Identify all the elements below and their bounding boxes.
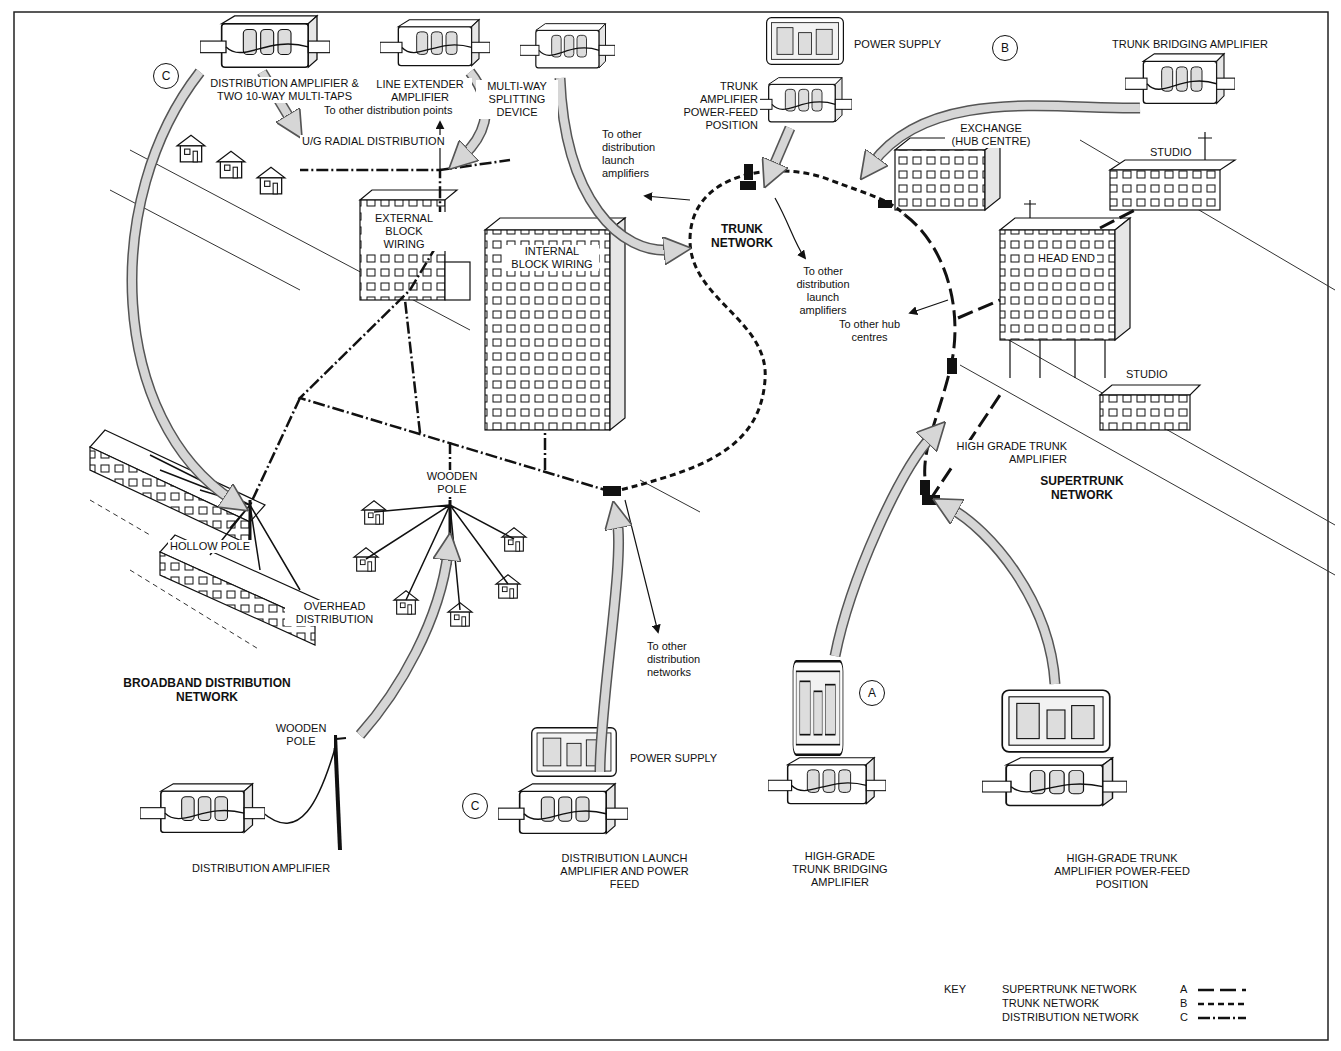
part-label: DISTRIBUTION LAUNCH AMPLIFIER AND POWER … bbox=[555, 852, 694, 891]
amplifier-boxes bbox=[140, 16, 1235, 833]
part-label: HIGH-GRADE TRUNK BRIDGING AMPLIFIER bbox=[788, 850, 892, 889]
callout-letter: C bbox=[162, 70, 171, 83]
pointer-note: To other distribution launch amplifiers bbox=[780, 265, 866, 317]
legend-text: SUPERTRUNK NETWORK bbox=[1000, 983, 1139, 996]
network-title: TRUNK NETWORK bbox=[705, 222, 779, 250]
page-frame bbox=[14, 12, 1328, 1040]
network-title: BROADBAND DISTRIBUTION NETWORK bbox=[115, 676, 299, 704]
callout-circle: B bbox=[992, 35, 1018, 61]
legend-line bbox=[1198, 984, 1246, 996]
legend-dash bbox=[1198, 1017, 1246, 1020]
callout-circle: C bbox=[462, 793, 488, 819]
building-label: EXTERNAL BLOCK WIRING bbox=[362, 212, 446, 251]
pointer-note: To other distribution points bbox=[322, 104, 454, 117]
legend-text: TRUNK NETWORK bbox=[1000, 997, 1101, 1010]
callout-letter: B bbox=[1001, 42, 1009, 55]
building-label: HEAD END bbox=[1036, 252, 1097, 265]
part-label: DISTRIBUTION AMPLIFIER bbox=[190, 862, 332, 875]
legend-text: DISTRIBUTION NETWORK bbox=[1000, 1011, 1141, 1024]
part-label: WOODEN POLE bbox=[268, 722, 334, 748]
key-letter: C bbox=[1178, 1011, 1190, 1024]
buildings bbox=[90, 132, 1235, 645]
part-label: WOODEN POLE bbox=[420, 470, 484, 496]
streets bbox=[90, 140, 1335, 650]
part-label: HIGH GRADE TRUNK AMPLIFIER bbox=[950, 440, 1069, 466]
pointer-note: To other hub centres bbox=[830, 318, 909, 344]
part-label: HIGH-GRADE TRUNK AMPLIFIER POWER-FEED PO… bbox=[1040, 852, 1204, 891]
part-label: HOLLOW POLE bbox=[168, 540, 252, 553]
distribution-lines bbox=[250, 160, 612, 505]
part-label: TRUNK BRIDGING AMPLIFIER bbox=[1110, 38, 1270, 51]
pointer-arrows bbox=[132, 72, 1140, 772]
part-label: TRUNK AMPLIFIER POWER-FEED POSITION bbox=[676, 80, 760, 132]
pointer-note: To other distribution networks bbox=[645, 640, 729, 679]
building-label: STUDIO bbox=[1124, 368, 1170, 381]
key-letter: A bbox=[1178, 983, 1189, 996]
key-letter: B bbox=[1178, 997, 1189, 1010]
callout-circle: C bbox=[153, 63, 179, 89]
part-label: MULTI-WAY SPLITTING DEVICE bbox=[476, 80, 558, 119]
part-label: U/G RADIAL DISTRIBUTION bbox=[300, 135, 447, 148]
part-label: OVERHEAD DISTRIBUTION bbox=[285, 600, 384, 626]
building-label: STUDIO bbox=[1148, 146, 1194, 159]
part-label: LINE EXTENDER AMPLIFIER bbox=[368, 78, 472, 104]
key-title: KEY bbox=[942, 983, 968, 996]
part-label: POWER SUPPLY bbox=[852, 38, 943, 51]
pointer-note: To other distribution launch amplifiers bbox=[600, 128, 676, 180]
part-label: POWER SUPPLY bbox=[628, 752, 719, 765]
building-label: INTERNAL BLOCK WIRING bbox=[505, 245, 599, 271]
building-label: EXCHANGE (HUB CENTRE) bbox=[945, 122, 1037, 148]
callout-circle: A bbox=[859, 680, 885, 706]
callout-letter: C bbox=[471, 800, 480, 813]
network-title: SUPERTRUNK NETWORK bbox=[1030, 474, 1134, 502]
part-label: DISTRIBUTION AMPLIFIER & TWO 10-WAY MULT… bbox=[205, 77, 364, 103]
legend-dash bbox=[1198, 1003, 1246, 1006]
legend-line bbox=[1198, 998, 1246, 1010]
legend-line bbox=[1198, 1012, 1246, 1024]
network-amplifiers bbox=[603, 164, 957, 505]
legend-dash bbox=[1198, 989, 1246, 992]
supertrunk-lines bbox=[905, 210, 1135, 500]
callout-letter: A bbox=[868, 687, 876, 700]
